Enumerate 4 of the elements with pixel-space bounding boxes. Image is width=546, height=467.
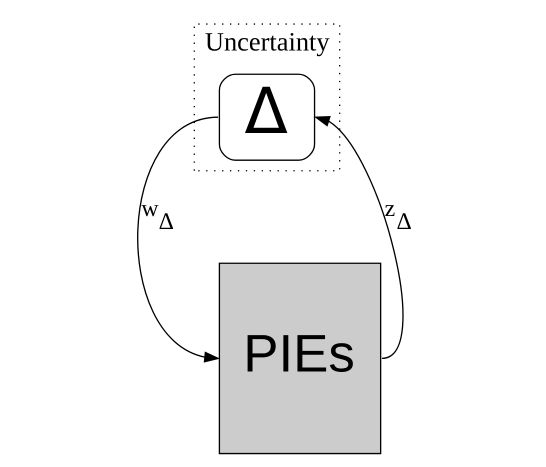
node-box: PIEs	[218, 262, 381, 454]
arrow	[136, 116, 220, 363]
arrow	[313, 116, 403, 359]
node-box: Δ	[218, 74, 315, 161]
